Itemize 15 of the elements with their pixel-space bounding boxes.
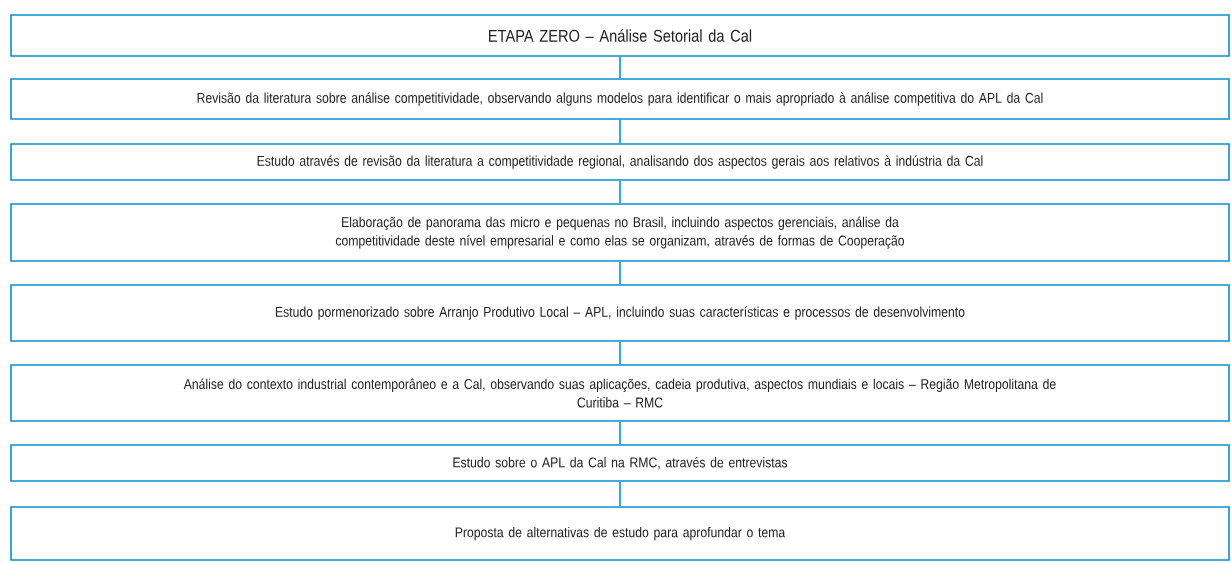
connector-line bbox=[619, 119, 621, 144]
process-box: Elaboração de panorama das micro e pequenas no Brasil, incluindo aspectos gerenciais, análise da competitividade deste nível empresarial e como elas se organizam, através de formas de Cooperação bbox=[10, 203, 1230, 262]
connector-line bbox=[619, 261, 621, 285]
connector-line bbox=[619, 421, 621, 445]
connector-line bbox=[619, 180, 621, 204]
process-box: Estudo sobre o APL da Cal na RMC, através de entrevistas bbox=[10, 444, 1230, 482]
process-box: ETAPA ZERO – Análise Setorial da Cal bbox=[10, 14, 1230, 57]
process-box: Estudo pormenorizado sobre Arranjo Produtivo Local – APL, incluindo suas características e processos de desenvolvimento bbox=[10, 284, 1230, 342]
process-box: Estudo através de revisão da literatura a competitividade regional, analisando dos aspectos gerais aos relativos à indústria da Cal bbox=[10, 143, 1230, 181]
process-box: Revisão da literatura sobre análise competitividade, observando alguns modelos para identificar o mais apropriado à análise competitiva do APL da Cal bbox=[10, 78, 1230, 120]
connector-line bbox=[619, 341, 621, 365]
process-box: Análise do contexto industrial contemporâneo e a Cal, observando suas aplicações, cadeia produtiva, aspectos mundiais e locais – Região Metropolitana de Curitiba – RMC bbox=[10, 364, 1230, 422]
connector-line bbox=[619, 56, 621, 79]
process-box: Proposta de alternativas de estudo para aprofundar o tema bbox=[10, 506, 1230, 561]
connector-line bbox=[619, 481, 621, 507]
